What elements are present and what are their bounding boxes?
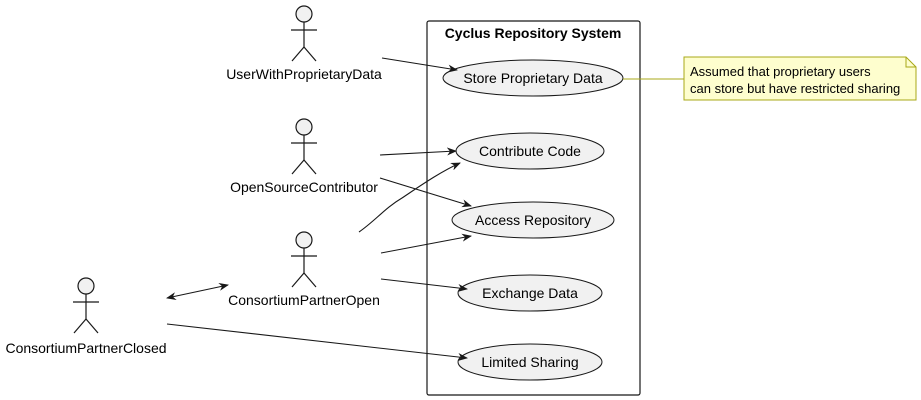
actor-figure-icon[interactable] (291, 231, 317, 288)
system-title: Cyclus Repository System (445, 25, 622, 41)
usecase-ellipse[interactable] (457, 274, 603, 312)
note-box (683, 56, 917, 101)
usecase-store-proprietary-data[interactable]: Store Proprietary Data (442, 59, 624, 97)
actor-figure-icon[interactable] (291, 118, 317, 175)
edge-open-to-exchange (380, 278, 468, 292)
edge-open-to-contribute (358, 162, 461, 233)
usecase-ellipse[interactable] (457, 343, 603, 381)
usecase-access-repository[interactable]: Access Repository (451, 201, 615, 239)
actor-label: ConsortiumPartnerClosed (5, 340, 166, 356)
edge-closed-open-bidirectional (166, 282, 229, 301)
note: Assumed that proprietary users can store… (683, 56, 917, 101)
usecase-ellipse[interactable] (442, 59, 624, 97)
usecase-contribute-code[interactable]: Contribute Code (455, 132, 605, 170)
actor-label: UserWithProprietaryData (226, 66, 382, 82)
edge-closed-to-limited (166, 323, 468, 361)
usecase-label: Access Repository (475, 212, 591, 228)
usecase-exchange-data[interactable]: Exchange Data (457, 274, 603, 312)
usecase-limited-sharing[interactable]: Limited Sharing (457, 343, 603, 381)
edge-oss-to-access (379, 177, 472, 208)
usecase-label: Exchange Data (482, 285, 578, 301)
actor-consortium-partner-open[interactable]: ConsortiumPartnerOpen (228, 231, 380, 308)
actor-label: OpenSourceContributor (230, 179, 378, 195)
edge-proprietary-to-store (381, 57, 458, 73)
note-line-2: can store but have restricted sharing (690, 81, 900, 96)
note-fold (905, 57, 916, 68)
usecase-label: Limited Sharing (481, 354, 578, 370)
actor-label: ConsortiumPartnerOpen (228, 292, 380, 308)
edge-oss-to-contribute (379, 147, 457, 156)
usecase-label: Contribute Code (479, 143, 581, 159)
edge-open-to-access (380, 233, 472, 254)
note-line-1: Assumed that proprietary users (690, 64, 871, 79)
actor-figure-icon[interactable] (291, 5, 317, 62)
actor-figure-icon[interactable] (73, 277, 99, 334)
usecase-label: Store Proprietary Data (463, 70, 602, 86)
actor-open-source-contributor[interactable]: OpenSourceContributor (230, 118, 378, 195)
usecase-ellipse[interactable] (451, 201, 615, 239)
actor-user-with-proprietary-data[interactable]: UserWithProprietaryData (226, 5, 382, 82)
relations (166, 57, 684, 361)
actor-consortium-partner-closed[interactable]: ConsortiumPartnerClosed (5, 277, 167, 356)
